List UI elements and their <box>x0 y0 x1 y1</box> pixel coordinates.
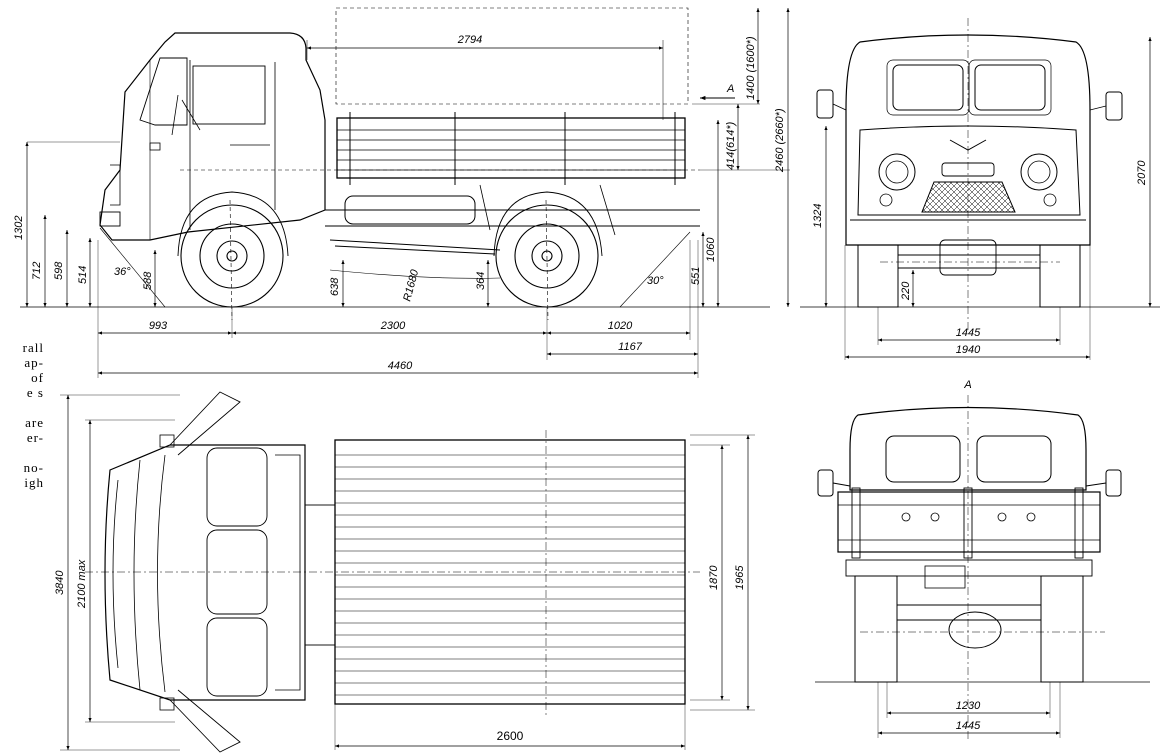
side-view-labels: 2794 1400 (1600*) 2460 (2660*) 414(614*)… <box>13 34 786 372</box>
dim-label: 993 <box>149 320 168 332</box>
dim-label: 2070 <box>1136 160 1148 186</box>
front-view <box>800 18 1160 360</box>
dim-label: 1324 <box>812 204 824 228</box>
angle-label: 30° <box>647 275 664 287</box>
dim-label: 1965 <box>734 565 746 590</box>
side-view <box>20 7 790 378</box>
dim-label: 2300 <box>380 320 406 332</box>
dim-label: R1680 <box>401 268 421 303</box>
dim-label: 2100 max <box>76 559 88 609</box>
dim-label: 638 <box>329 277 341 296</box>
text-line: rall <box>22 340 44 355</box>
dim-label: 2794 <box>457 34 482 46</box>
dim-label: 1445 <box>956 327 981 339</box>
top-view <box>60 391 755 753</box>
text-line: ap- <box>24 355 44 370</box>
dim-label: 588 <box>142 271 154 290</box>
dim-label: 364 <box>475 272 487 290</box>
rear-view <box>815 395 1150 740</box>
top-view-labels: 3840 2100 max 1870 1965 2600 <box>54 559 746 743</box>
dim-label: 551 <box>690 267 702 285</box>
text-line: igh <box>24 475 44 490</box>
dim-label: 4460 <box>388 360 413 372</box>
dim-label: 1870 <box>708 565 720 590</box>
text-line: are <box>25 415 44 430</box>
dim-label: 1302 <box>13 216 25 240</box>
dim-label: 1400 (1600*) <box>745 36 757 100</box>
dim-label: 1020 <box>608 320 633 332</box>
text-line: of <box>31 370 44 385</box>
text-line: e s <box>26 385 44 400</box>
dim-label: 414(614*) <box>725 121 737 170</box>
view-a-label: A <box>726 83 734 95</box>
text-line: er- <box>26 430 44 445</box>
front-view-labels: 1324 2070 220 1445 1940 <box>812 160 1148 356</box>
dim-label: 1230 <box>956 700 981 712</box>
cropped-text-fragment: rall ap- of e s are er- no- igh <box>10 340 44 490</box>
dim-label: 1940 <box>956 344 981 356</box>
dim-label: 3840 <box>54 570 66 595</box>
dim-label: 2600 <box>497 729 524 743</box>
dim-label: 598 <box>53 261 65 280</box>
dim-label: 1060 <box>705 237 717 262</box>
text-line: no- <box>23 460 44 475</box>
dim-label: 1445 <box>956 720 981 732</box>
rear-view-labels: A 1230 1445 <box>956 379 981 732</box>
dim-label: 1167 <box>618 341 643 353</box>
dim-label: 514 <box>77 266 89 284</box>
dim-label: 220 <box>900 281 912 301</box>
dim-label: 2460 (2660*) <box>774 108 786 173</box>
dim-label: 712 <box>31 262 43 280</box>
view-a-label: A <box>963 379 971 391</box>
angle-label: 36° <box>114 266 131 278</box>
